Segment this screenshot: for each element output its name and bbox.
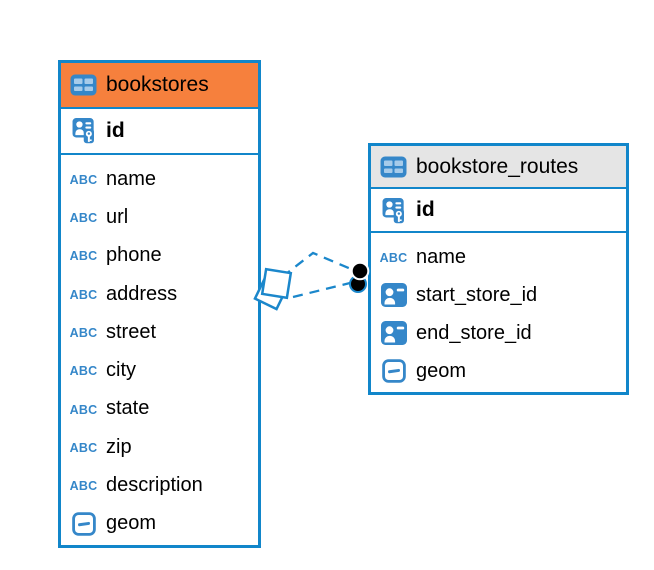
text-type-icon: ABC bbox=[69, 249, 98, 264]
column-name: street bbox=[106, 320, 157, 343]
text-type-icon: ABC bbox=[69, 211, 98, 226]
column-name: name bbox=[416, 245, 467, 268]
column-name: end_store_id bbox=[416, 321, 532, 344]
text-type-icon: ABC bbox=[69, 402, 98, 417]
column-row-address[interactable]: ABC address bbox=[61, 275, 258, 313]
text-type-icon: ABC bbox=[69, 172, 98, 187]
column-name: name bbox=[106, 167, 157, 190]
column-name: id bbox=[106, 119, 125, 142]
text-type-icon: ABC bbox=[69, 326, 98, 341]
text-type-icon: ABC bbox=[69, 287, 98, 302]
relationship-line-1[interactable] bbox=[281, 251, 352, 278]
column-row-description[interactable]: ABC description bbox=[61, 466, 258, 504]
column-row-name[interactable]: ABC name bbox=[371, 238, 626, 276]
column-row-start_store_id[interactable]: start_store_id bbox=[371, 276, 626, 314]
column-name: url bbox=[106, 205, 129, 228]
column-name: state bbox=[106, 397, 150, 420]
column-name: address bbox=[106, 282, 178, 305]
one-side-marker bbox=[349, 261, 370, 293]
table-icon bbox=[380, 156, 407, 178]
column-row-phone[interactable]: ABC phone bbox=[61, 237, 258, 275]
column-row-id[interactable]: id bbox=[61, 109, 258, 155]
column-row-end_store_id[interactable]: end_store_id bbox=[371, 314, 626, 352]
column-row-zip[interactable]: ABC zip bbox=[61, 428, 258, 466]
column-list: ABC name start_store_id end_store_id geom bbox=[371, 233, 626, 392]
geometry-icon bbox=[70, 512, 97, 536]
geometry-icon bbox=[380, 359, 407, 383]
column-name: phone bbox=[106, 244, 162, 267]
text-type-icon: ABC bbox=[69, 364, 98, 379]
column-row-name[interactable]: ABC name bbox=[61, 160, 258, 198]
column-row-url[interactable]: ABC url bbox=[61, 198, 258, 236]
column-row-street[interactable]: ABC street bbox=[61, 313, 258, 351]
column-name: id bbox=[416, 198, 435, 221]
table-header[interactable]: bookstores bbox=[61, 63, 258, 109]
text-type-icon: ABC bbox=[379, 250, 408, 265]
column-row-city[interactable]: ABC city bbox=[61, 351, 258, 389]
column-row-state[interactable]: ABC state bbox=[61, 390, 258, 428]
column-name: start_store_id bbox=[416, 283, 538, 306]
relationship-line-2[interactable] bbox=[292, 281, 351, 299]
column-name: geom bbox=[416, 359, 467, 382]
column-row-geom[interactable]: geom bbox=[61, 505, 258, 543]
column-name: geom bbox=[106, 512, 157, 535]
primary-key-icon bbox=[380, 198, 407, 224]
text-type-icon: ABC bbox=[69, 440, 98, 455]
foreign-key-icon bbox=[380, 321, 407, 345]
table-card-bookstore-routes[interactable]: bookstore_routes id ABC name start_store_… bbox=[368, 143, 629, 395]
column-row-geom[interactable]: geom bbox=[371, 352, 626, 390]
foreign-key-icon bbox=[380, 283, 407, 307]
text-type-icon: ABC bbox=[69, 479, 98, 494]
column-row-id[interactable]: id bbox=[371, 189, 626, 233]
column-name: zip bbox=[106, 435, 132, 458]
primary-key-icon bbox=[70, 118, 97, 144]
table-title: bookstores bbox=[106, 73, 209, 96]
primary-key-section: id bbox=[61, 109, 258, 155]
table-title: bookstore_routes bbox=[416, 154, 579, 178]
column-name: description bbox=[106, 474, 203, 497]
table-icon bbox=[70, 74, 97, 96]
table-header[interactable]: bookstore_routes bbox=[371, 146, 626, 189]
column-name: city bbox=[106, 359, 136, 382]
primary-key-section: id bbox=[371, 189, 626, 233]
